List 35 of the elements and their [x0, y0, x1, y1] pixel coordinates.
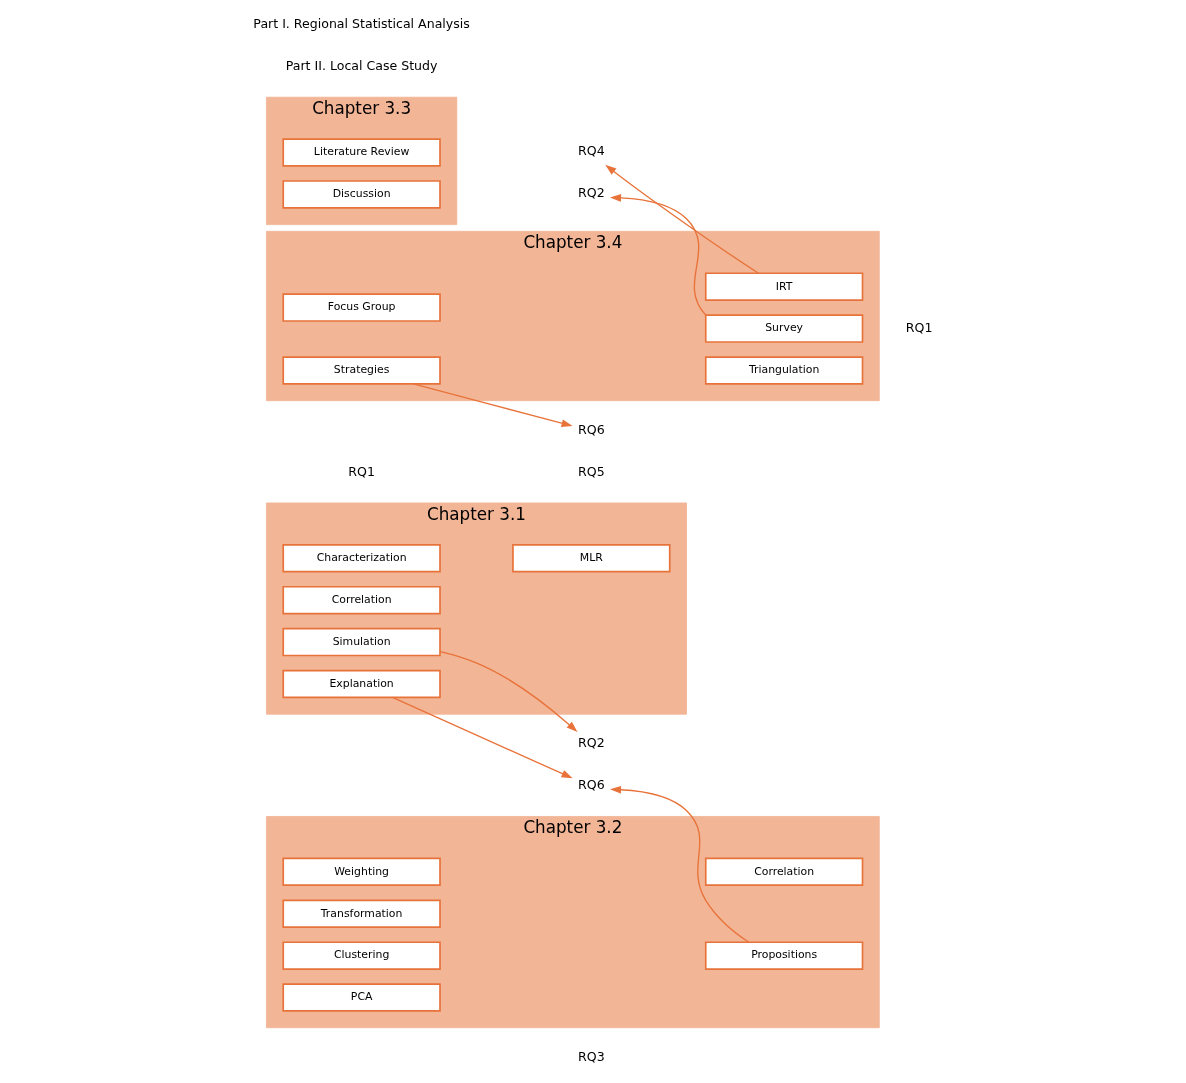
node-box: Focus Group [282, 293, 441, 322]
label: Part II. Local Case Study [285, 57, 438, 73]
node-box: Propositions [704, 941, 864, 970]
node-box: Triangulation [704, 356, 864, 385]
node-box: PCA [282, 983, 441, 1012]
node-text: RQ2 [578, 735, 605, 751]
arrow [391, 696, 573, 779]
node-text: RQ6 [578, 777, 605, 793]
node-box: Simulation [282, 627, 441, 657]
arrow [609, 193, 707, 317]
label: RQ3 [578, 1048, 605, 1064]
node-box: Discussion [282, 180, 441, 209]
node-text: RQ6 [578, 421, 605, 437]
label: RQ1 [905, 319, 933, 335]
node-text: RQ4 [578, 143, 605, 159]
node-box: Survey [704, 314, 864, 343]
node-box: Weighting [282, 857, 441, 887]
node-box: Explanation [282, 669, 441, 699]
label: RQ5 [578, 463, 605, 479]
node-box: Characterization [282, 544, 441, 573]
node-box: Correlation [704, 857, 864, 887]
node-box: Correlation [282, 585, 441, 615]
arrow [412, 383, 573, 428]
arrow [605, 164, 760, 274]
arrow [439, 650, 578, 733]
node-text: RQ2 [578, 185, 605, 201]
arrow [609, 785, 750, 943]
node-box: IRT [704, 272, 864, 301]
node-box: MLR [512, 544, 671, 573]
node-box: Literature Review [282, 138, 441, 167]
label: Part I. Regional Statistical Analysis [253, 16, 470, 32]
node-box: Clustering [282, 941, 441, 970]
node-box: Transformation [282, 899, 441, 928]
label: RQ1 [348, 463, 375, 479]
node-box: Strategies [282, 356, 441, 385]
